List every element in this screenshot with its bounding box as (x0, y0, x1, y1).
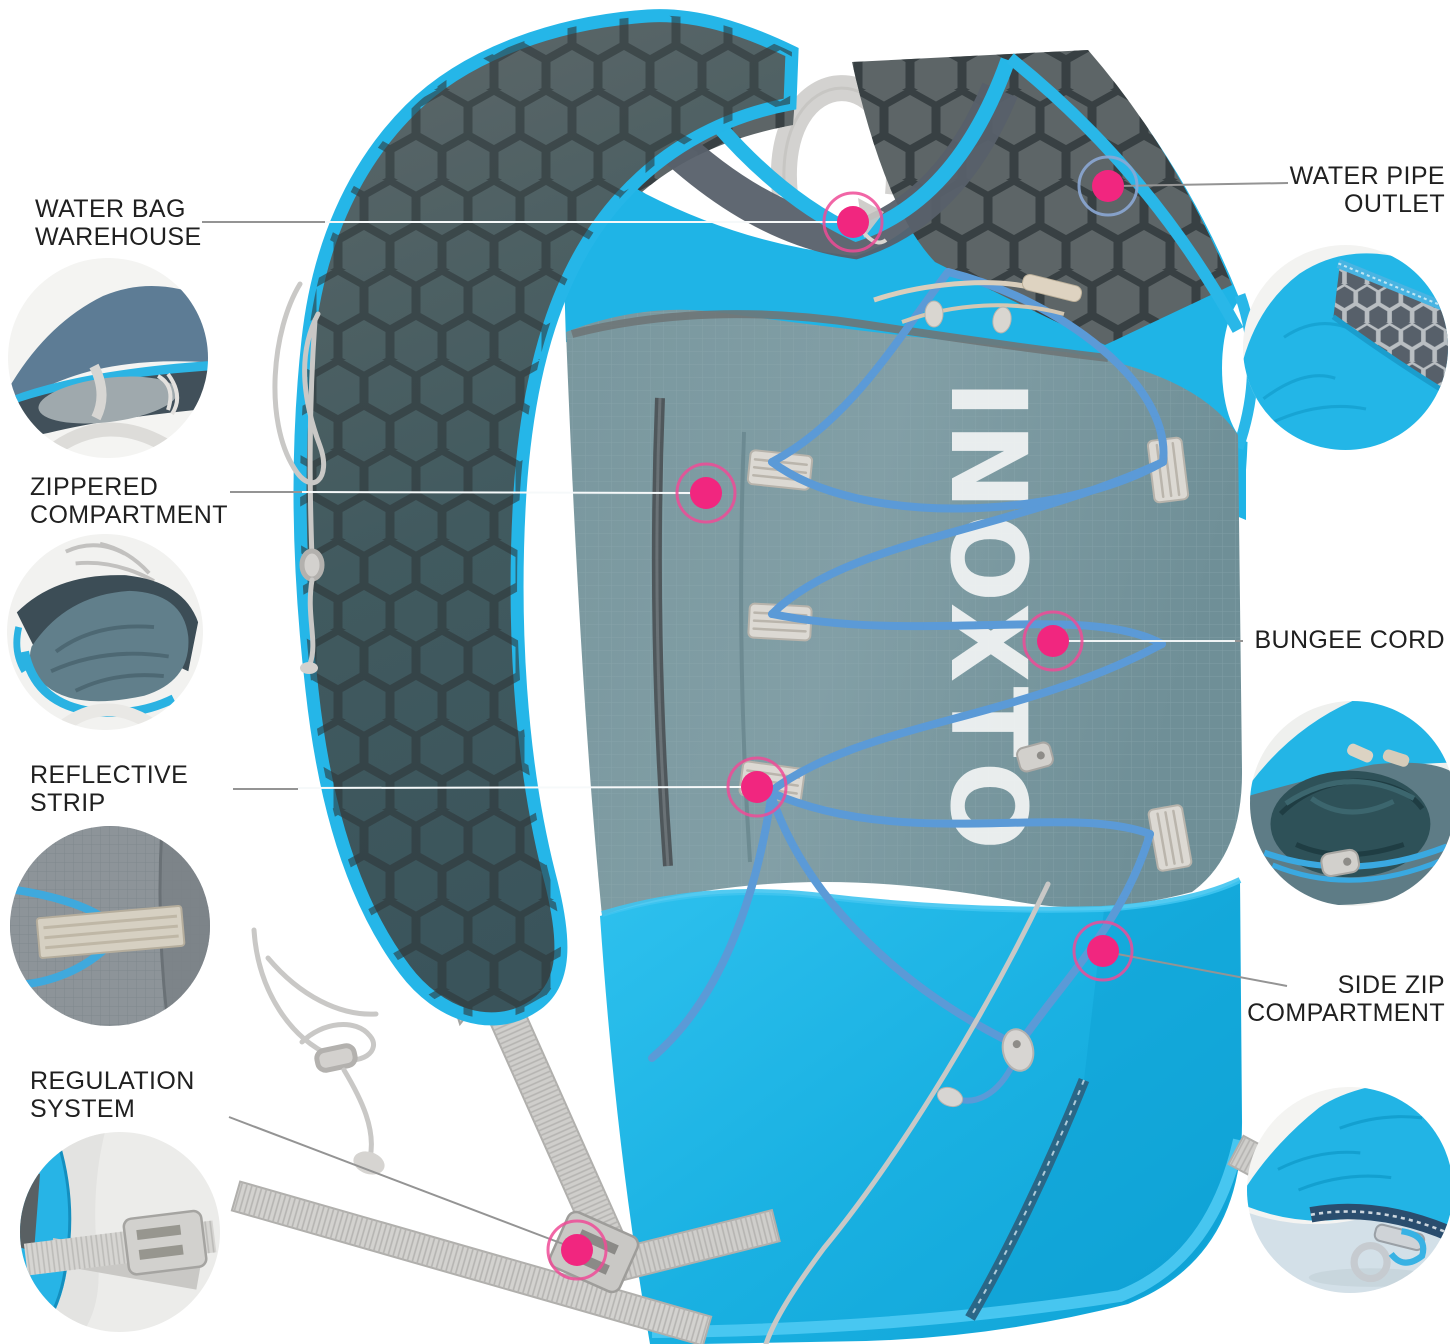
callout-lines (202, 182, 1289, 1248)
callout-label-side-zip-compartment: SIDE ZIP COMPARTMENT (1247, 971, 1445, 1027)
feature-marker-reflective-strip (726, 756, 788, 818)
feature-marker-bungee-cord (1022, 610, 1084, 672)
inset-photo-zippered-compartment (7, 534, 203, 730)
callout-label-regulation-system: REGULATION SYSTEM (30, 1067, 195, 1123)
adjustment-cords (763, 881, 1051, 1344)
inset-photo-bungee-cord-content (1250, 701, 1450, 906)
callout-label-reflective-strip: REFLECTIVE STRIP (30, 761, 189, 817)
callout-line-reflective-strip (233, 786, 746, 790)
pouch-side-zipper (965, 1077, 1090, 1321)
shoulder-mesh-panel-right (852, 50, 1232, 345)
brand-logo: INOXTO (927, 380, 1049, 854)
inset-photo-zippered-compartment-content (7, 534, 203, 730)
main-compartment (566, 309, 1243, 916)
callout-line-regulation-system (228, 1116, 572, 1248)
inset-photo-side-zip-compartment (1247, 1087, 1450, 1293)
bungee-cord-lock (1016, 741, 1054, 773)
callout-label-zippered-compartment: ZIPPERED COMPARTMENT (30, 473, 228, 529)
inset-photo-side-zip-compartment-content (1247, 1087, 1450, 1293)
feature-marker-water-bag-warehouse (822, 191, 884, 253)
inset-photo-bungee-cord (1250, 701, 1450, 906)
callout-label-water-pipe-outlet: WATER PIPE OUTLET (1289, 162, 1445, 218)
inset-photo-water-bag-warehouse (8, 258, 208, 458)
inset-photo-regulation-system-content (20, 1132, 220, 1332)
inset-photo-reflective-strip (10, 826, 210, 1026)
callout-line-water-pipe-outlet (1117, 182, 1289, 187)
callout-line-zippered-compartment (230, 491, 695, 494)
pouch-cord-toggle (1001, 1028, 1035, 1072)
left-shoulder-strap (293, 9, 799, 1026)
left-cords (251, 281, 385, 1175)
reflective-tab (1147, 804, 1193, 872)
callout-label-water-bag-warehouse: WATER BAG WAREHOUSE (35, 195, 202, 251)
inset-photo-water-pipe-outlet (1243, 245, 1448, 450)
hydration-tube-clips (850, 198, 1083, 334)
feature-marker-water-pipe-outlet (1077, 155, 1139, 217)
inset-photo-regulation-system (20, 1132, 220, 1332)
front-zipper (651, 397, 673, 867)
cord-locks (936, 741, 1054, 1108)
feature-markers (546, 155, 1139, 1281)
inset-photo-water-pipe-outlet-content (1243, 245, 1448, 450)
inset-photo-water-bag-warehouse-content (8, 258, 208, 458)
callout-line-side-zip-compartment (1111, 952, 1288, 987)
inset-photo-reflective-strip-content (10, 826, 210, 1026)
feature-marker-regulation-system (546, 1219, 608, 1281)
feature-marker-side-zip-compartment (1072, 920, 1134, 982)
feature-marker-zippered-compartment (675, 462, 737, 524)
callout-label-bungee-cord: BUNGEE CORD (1254, 626, 1445, 654)
